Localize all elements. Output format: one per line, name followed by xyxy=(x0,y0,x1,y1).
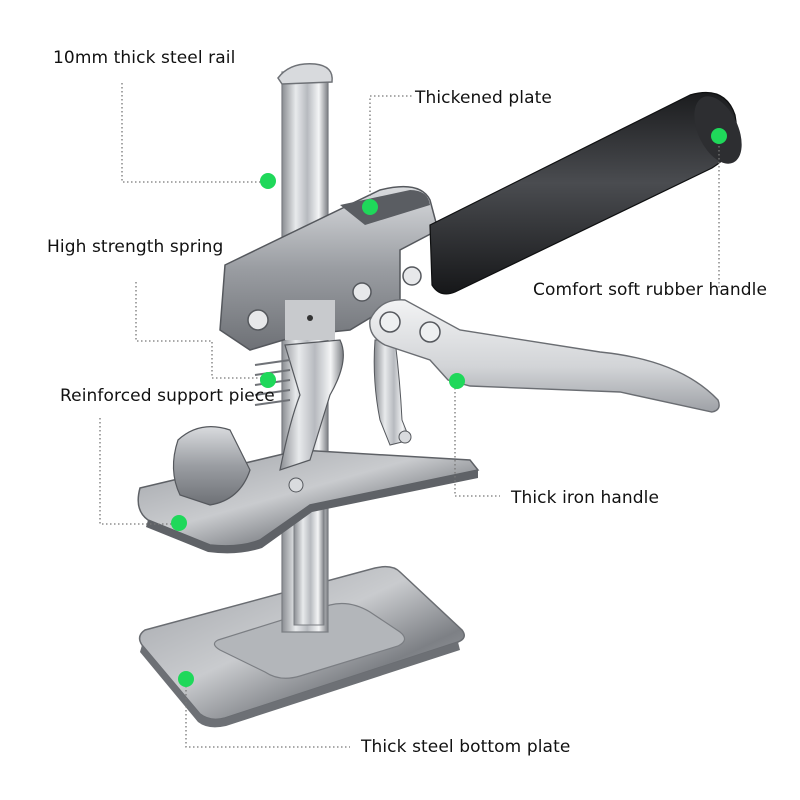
callout-dot-thickened-plate xyxy=(362,199,378,215)
callout-label-support-piece: Reinforced support piece xyxy=(60,386,275,406)
mechanism-housing-shape xyxy=(219,185,439,493)
callout-dot-rubber-handle xyxy=(711,128,727,144)
callout-dot-support-piece xyxy=(171,515,187,531)
iron-lever-shape xyxy=(369,299,720,413)
callout-dot-bottom-plate xyxy=(178,671,194,687)
callout-label-thickened-plate: Thickened plate xyxy=(415,88,552,108)
leader-lines xyxy=(99,83,720,748)
callout-label-bottom-plate: Thick steel bottom plate xyxy=(361,737,571,757)
callout-dots xyxy=(171,128,727,687)
callout-dot-iron-handle xyxy=(449,373,465,389)
callout-dot-spring xyxy=(260,372,276,388)
callout-label-spring: High strength spring xyxy=(47,237,224,257)
callout-dot-rail xyxy=(260,173,276,189)
support-plate-shape xyxy=(137,426,480,554)
bottom-plate-shape xyxy=(138,565,465,728)
callout-label-iron-handle: Thick iron handle xyxy=(511,488,660,508)
callout-label-rail: 10mm thick steel rail xyxy=(53,48,236,68)
rubber-handle-shape xyxy=(429,91,742,295)
callout-label-rubber-handle: Comfort soft rubber handle xyxy=(533,280,768,300)
